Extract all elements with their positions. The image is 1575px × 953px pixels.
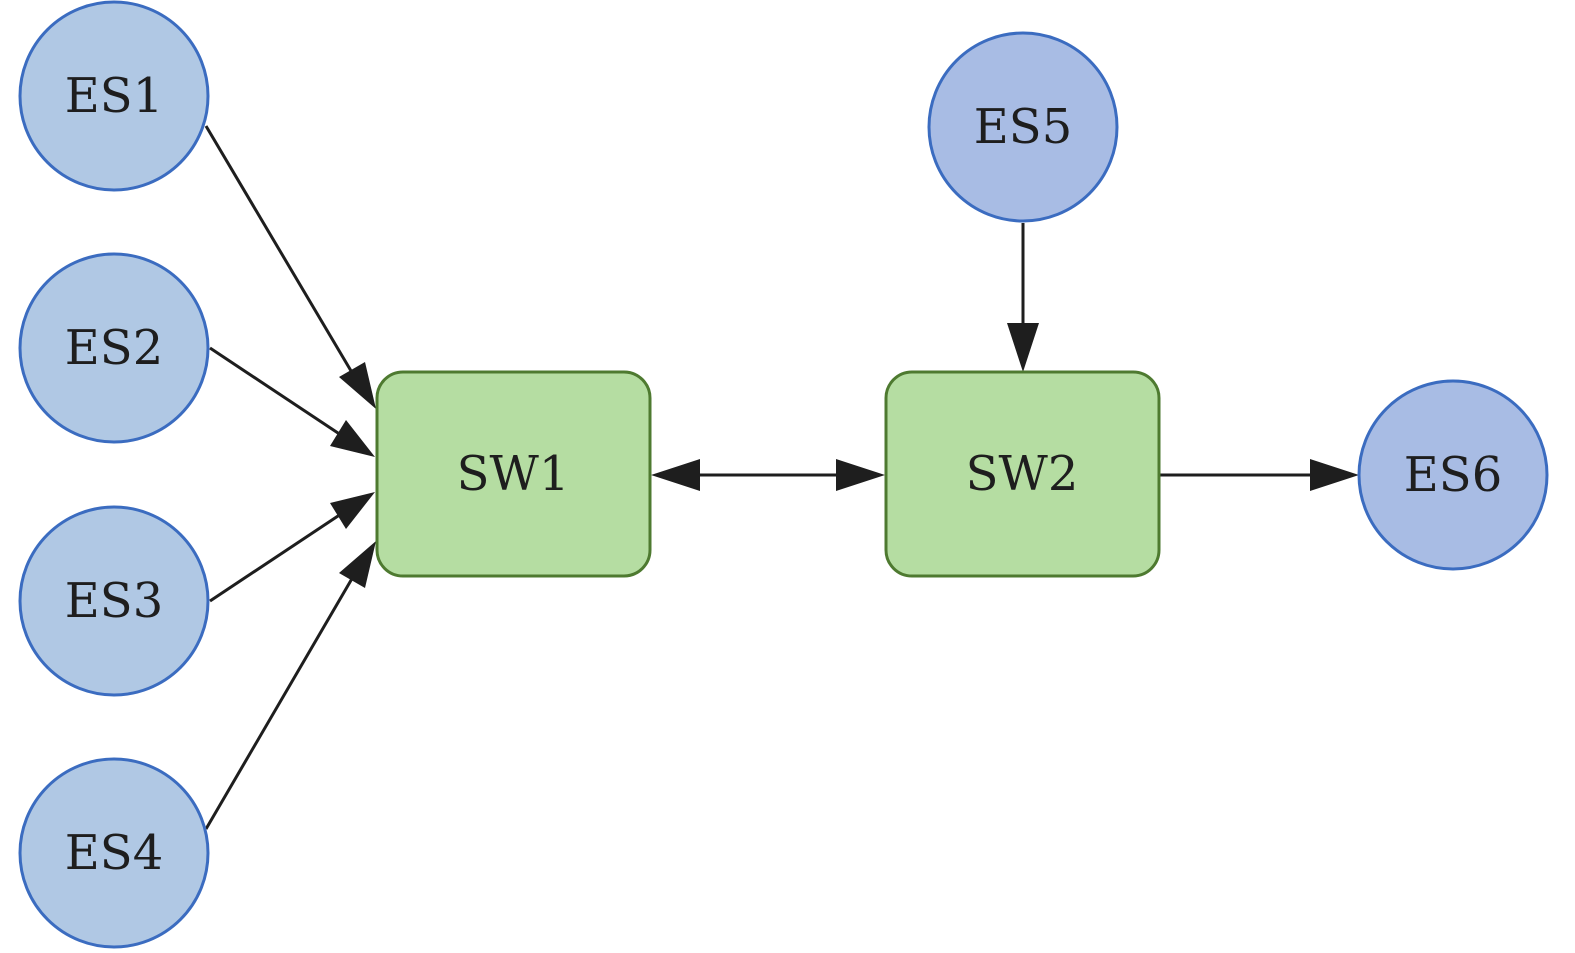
end-station-circle — [18, 252, 210, 444]
node-sw2[interactable]: SW2 — [884, 370, 1161, 578]
edge-es3-sw1 — [209, 492, 375, 603]
arrowhead — [339, 541, 376, 588]
arrowhead — [1310, 459, 1359, 491]
node-es3[interactable]: ES3 — [18, 505, 210, 697]
edge-sw1-sw2 — [651, 459, 885, 491]
node-label: SW2 — [966, 446, 1079, 502]
arrowhead — [330, 420, 375, 457]
node-es6[interactable]: ES6 — [1357, 379, 1549, 571]
node-es4[interactable]: ES4 — [18, 757, 210, 949]
node-label: ES4 — [65, 825, 163, 881]
edge-es4-sw1 — [204, 541, 376, 830]
switch-box — [375, 370, 652, 578]
node-es5[interactable]: ES5 — [927, 31, 1119, 223]
node-label: ES6 — [1404, 447, 1502, 503]
node-label: SW1 — [457, 446, 570, 502]
node-label: ES5 — [974, 99, 1072, 155]
arrowhead — [339, 362, 376, 409]
node-label: ES3 — [65, 573, 163, 629]
node-es1[interactable]: ES1 — [18, 0, 210, 192]
edges — [204, 125, 1359, 830]
node-label: ES2 — [65, 320, 163, 376]
edge-es5-sw2 — [1007, 223, 1039, 372]
end-station-circle — [18, 505, 210, 697]
node-es2[interactable]: ES2 — [18, 252, 210, 444]
arrowhead-left — [651, 459, 700, 491]
node-sw1[interactable]: SW1 — [375, 370, 652, 578]
arrowhead — [330, 492, 375, 529]
end-station-circle — [927, 31, 1119, 223]
end-station-circle — [1357, 379, 1549, 571]
switch-box — [884, 370, 1161, 578]
node-label: ES1 — [65, 68, 163, 124]
edge-sw2-es6 — [1160, 459, 1359, 491]
end-station-circle — [18, 757, 210, 949]
end-station-circle — [18, 0, 210, 192]
edge-es1-sw1 — [204, 125, 376, 409]
edge-es2-sw1 — [209, 346, 375, 457]
arrowhead-right — [836, 459, 885, 491]
arrowhead — [1007, 323, 1039, 372]
